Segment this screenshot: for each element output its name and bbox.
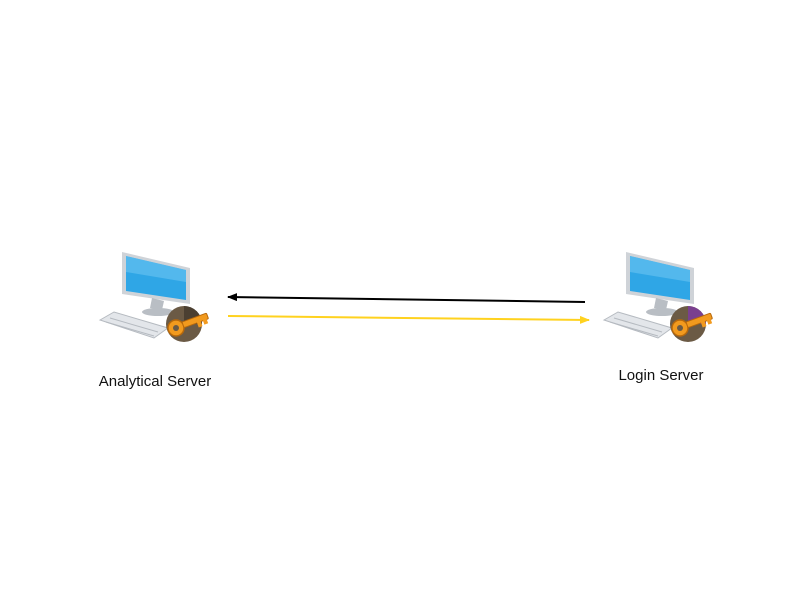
- computer-with-key-badge-icon: [602, 252, 713, 342]
- arrow-analytical-to-login: [227, 315, 590, 324]
- analytical-server-label: Analytical Server: [98, 373, 212, 390]
- analytical-server-node: [98, 248, 216, 348]
- login-server-label: Login Server: [618, 367, 704, 384]
- arrow-login-to-analytical: [227, 293, 586, 303]
- computer-with-key-badge-icon: [98, 252, 209, 342]
- login-server-node: [602, 248, 720, 348]
